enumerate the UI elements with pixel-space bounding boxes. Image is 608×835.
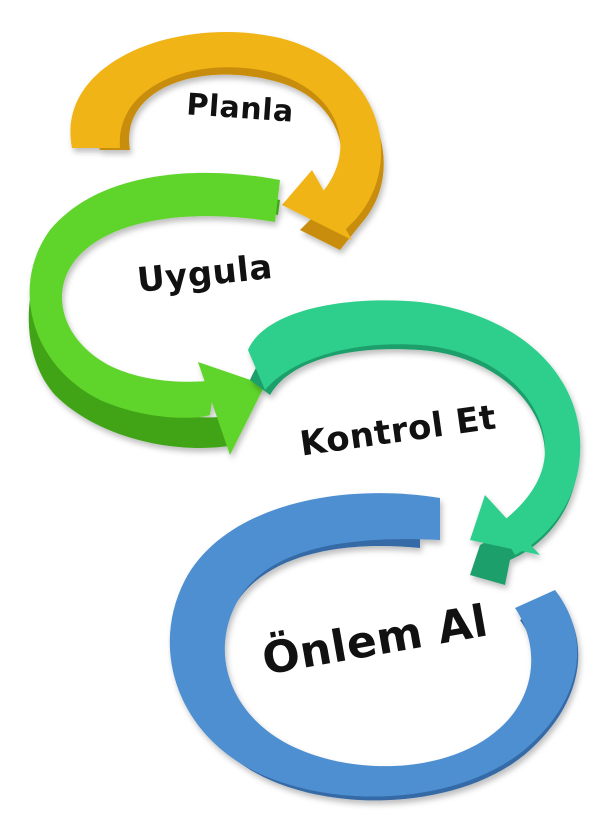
kontrol-et-arrowhead [470, 495, 540, 555]
step-label-kontrol-et: Kontrol Et [297, 397, 498, 464]
planla-arrow [70, 32, 382, 231]
step-planla [70, 32, 384, 250]
step-label-planla: Planla [185, 87, 295, 129]
step-label-onlem-al: Önlem Al [258, 594, 492, 686]
uygula-arrow [29, 172, 280, 418]
step-kontrol-et [248, 300, 581, 585]
kontrol-et-arrow [248, 300, 581, 555]
step-label-uygula: Uygula [135, 247, 274, 301]
planla-arrowhead [282, 170, 352, 240]
step-uygula [28, 172, 281, 455]
uygula-arrowhead [198, 362, 265, 455]
